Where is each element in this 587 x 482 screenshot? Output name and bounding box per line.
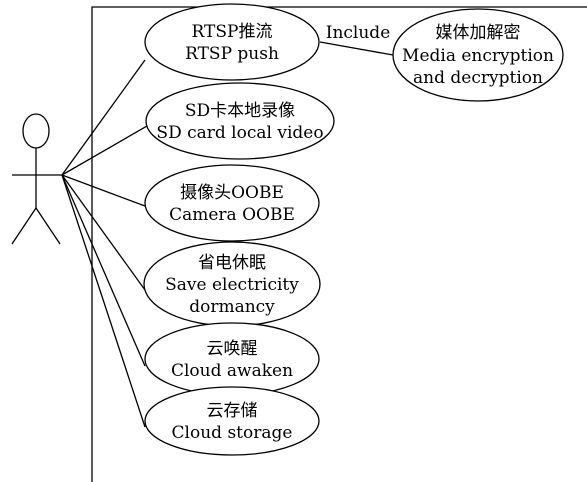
use-case-label: Save electricity <box>165 275 299 295</box>
included-use-case-line1: 媒体加解密 <box>436 23 521 43</box>
included-use-case: 媒体加解密 Media encryption and decryption <box>392 8 564 102</box>
association-line <box>61 174 146 428</box>
use-case-label: SD卡本地录像 <box>185 101 295 121</box>
association-lines <box>61 59 148 428</box>
association-line <box>61 174 146 291</box>
use-case-ellipse <box>144 322 320 396</box>
use-case-ellipse <box>144 3 320 81</box>
association-line <box>61 59 146 176</box>
association-line <box>61 174 146 367</box>
use-case-ellipse <box>144 386 320 456</box>
included-use-case-ellipse <box>392 8 564 102</box>
actor-left-leg <box>11 207 37 245</box>
included-use-case-line3: and decryption <box>413 68 543 88</box>
use-case-ellipse <box>145 82 335 160</box>
included-use-case-line2: Media encryption <box>402 46 554 66</box>
actor-head <box>22 113 50 149</box>
use-case-ellipse <box>144 164 320 242</box>
use-case-label: 省电休眠 <box>198 253 266 273</box>
use-case-label: 云存储 <box>207 401 258 421</box>
include-connector <box>319 41 394 56</box>
use-case-label: RTSP push <box>185 44 279 64</box>
use-case-label: dormancy <box>189 297 275 317</box>
use-case-label: Cloud storage <box>172 423 293 443</box>
use-case-label: 云唤醒 <box>207 339 258 359</box>
use-case-label: Camera OOBE <box>169 205 295 225</box>
actor-right-leg <box>35 207 61 245</box>
system-boundary <box>91 6 587 482</box>
use-case-label: Cloud awaken <box>171 361 293 381</box>
include-label: Include <box>326 23 391 43</box>
association-line <box>61 125 148 176</box>
actor-figure <box>11 113 62 245</box>
use-case-label: 摄像头OOBE <box>180 183 284 203</box>
association-line <box>61 174 146 207</box>
use-case-label: SD card local video <box>156 123 323 143</box>
use-case-label: RTSP推流 <box>192 22 273 42</box>
